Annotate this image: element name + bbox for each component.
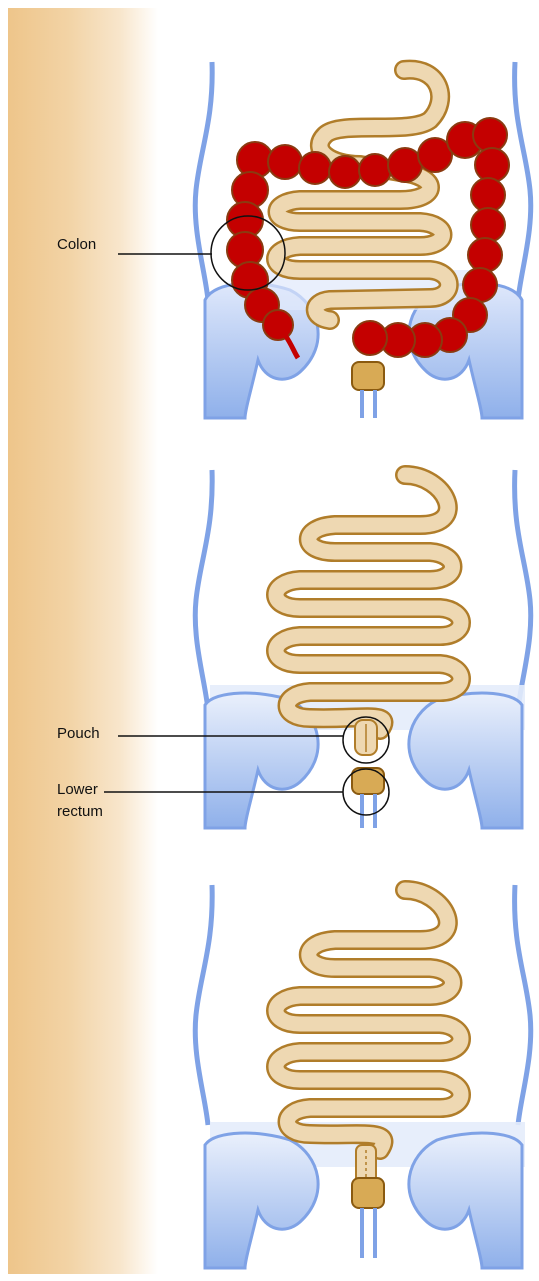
body-outline-left bbox=[195, 885, 212, 1125]
body-outline-left bbox=[195, 470, 212, 710]
panel-3-illustration bbox=[0, 860, 539, 1270]
pouch bbox=[355, 720, 377, 755]
body-outline-right bbox=[515, 62, 531, 300]
panel-diseased-colon: Colon bbox=[0, 0, 539, 430]
panel-pouch-connected bbox=[0, 860, 539, 1270]
body-outline-right bbox=[515, 885, 531, 1125]
rectum bbox=[352, 362, 384, 390]
body-outline-right bbox=[515, 470, 531, 710]
panel-pouch-created: Pouch Lower rectum bbox=[0, 430, 539, 845]
panel-1-illustration bbox=[0, 0, 539, 430]
lower-rectum bbox=[352, 768, 384, 828]
lower-rectum-label-line2: rectum bbox=[57, 803, 103, 821]
lower-rectum-label-line1: Lower bbox=[57, 781, 98, 799]
pouch-label: Pouch bbox=[57, 725, 100, 743]
colon-label: Colon bbox=[57, 236, 96, 254]
body-outline-left bbox=[195, 62, 212, 300]
